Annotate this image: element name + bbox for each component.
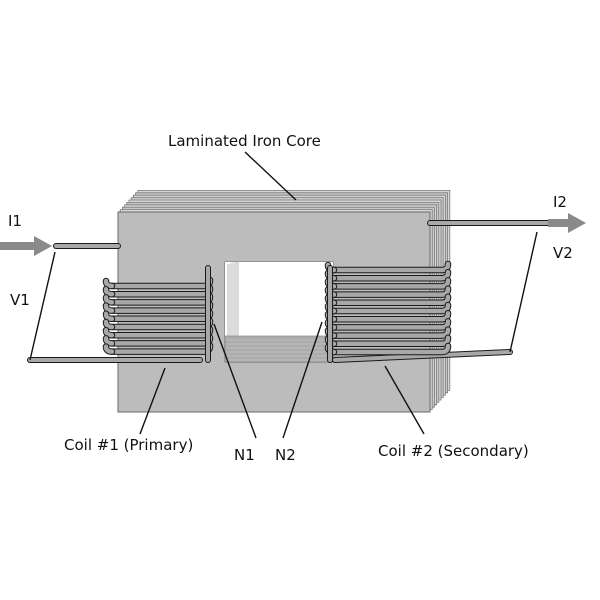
- secondary-coil: [324, 260, 452, 363]
- leader-lines: [29, 151, 538, 439]
- secondary-coil-turn: [331, 286, 451, 297]
- secondary-coil-turn: [331, 261, 451, 273]
- core-leader: [244, 151, 297, 201]
- secondary-coil-turn: [331, 319, 451, 330]
- coil1-leader: [139, 367, 166, 435]
- primary-coil-turn-end: [103, 303, 115, 313]
- i1-arrow: [0, 236, 52, 256]
- n2-leader: [282, 321, 323, 439]
- n1-leader: [213, 323, 257, 439]
- primary-coil-turn-end: [103, 344, 115, 354]
- secondary-coil-turn: [331, 302, 451, 314]
- v2-line: [509, 231, 538, 353]
- coil1-label: Coil #1 (Primary): [64, 436, 193, 454]
- window-floor: [224, 335, 334, 363]
- secondary-coil-turn: [331, 294, 451, 306]
- coil2-label: Coil #2 (Secondary): [378, 442, 529, 460]
- primary-coil: [102, 265, 214, 363]
- i2-label: I2: [553, 193, 567, 211]
- core-label: Laminated Iron Core: [168, 132, 321, 150]
- v1-line: [29, 251, 56, 361]
- v2-label: V2: [553, 244, 573, 262]
- coil2-leader: [384, 365, 425, 435]
- n1-label: N1: [234, 446, 255, 464]
- n2-label: N2: [275, 446, 296, 464]
- primary-coil-turn-end: [103, 327, 115, 338]
- primary-coil-turn-end: [103, 278, 115, 289]
- output-lead-bottom: [333, 350, 512, 362]
- primary-coil-turn-end: [103, 295, 115, 305]
- secondary-coil-turn: [331, 335, 451, 347]
- secondary-coil-turn: [331, 278, 451, 289]
- core-window-laminations: [224, 261, 334, 363]
- secondary-coil-turn: [331, 327, 451, 338]
- secondary-coil-turn: [331, 310, 451, 322]
- i2-arrow: [548, 213, 586, 233]
- secondary-coil-turn: [331, 269, 451, 281]
- primary-coil-turn-end: [103, 319, 115, 330]
- secondary-coil-turn: [331, 343, 451, 355]
- i1-label: I1: [8, 212, 22, 230]
- primary-coil-turn-end: [103, 311, 115, 322]
- wire-leads: [27, 220, 551, 363]
- primary-coil-turn-end: [103, 286, 115, 297]
- v1-label: V1: [10, 291, 30, 309]
- primary-coil-turn-end: [103, 336, 115, 346]
